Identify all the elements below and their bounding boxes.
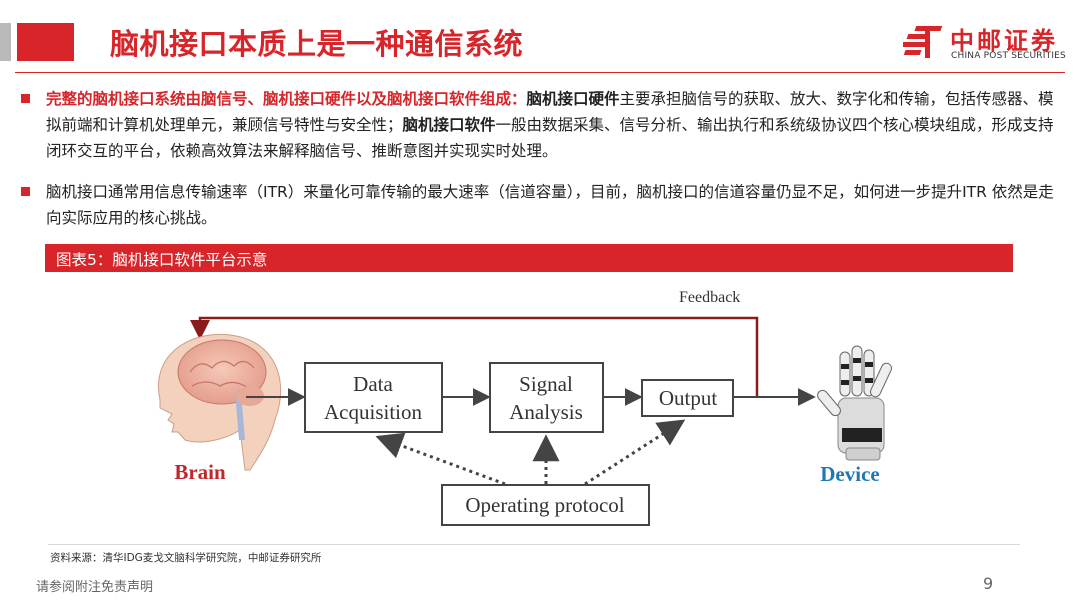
china-post-logo-icon: [903, 26, 943, 58]
figure-label: 图表5：脑机接口软件平台示意: [56, 251, 268, 269]
bullet-1-text-software: 一般由数据采集、信号分析、输出执行和系统级协议四个核心模块组成，形成支持闭环交互…: [46, 116, 1054, 160]
bullet-1-bold-hardware: 脑机接口硬件: [526, 90, 620, 108]
box-output-label: Output: [659, 386, 718, 410]
header-divider: [15, 72, 1065, 73]
logo-text-en: CHINA POST SECURITIES: [951, 51, 1066, 61]
logo-text-cn: 中邮证券: [950, 27, 1058, 55]
feedback-arrow: [190, 316, 759, 397]
source-divider: [48, 544, 1020, 545]
page-title: 脑机接口本质上是一种通信系统: [110, 27, 524, 61]
bullet-marker-icon: [21, 187, 30, 196]
figure-label-bar: [45, 244, 1013, 272]
source-note: 资料来源：清华IDG麦戈文脑科学研究院，中邮证券研究所: [50, 552, 322, 564]
bullet-paragraph-1: 完整的脑机接口系统由脑信号、脑机接口硬件以及脑机接口软件组成：脑机接口硬件主要承…: [46, 86, 1060, 164]
brain-label: Brain: [174, 460, 226, 484]
bullet-marker-icon: [21, 94, 30, 103]
box-signal-line2: Analysis: [509, 400, 583, 424]
data-acquisition-box: Data Acquisition: [304, 362, 443, 433]
box-signal-line1: Signal: [519, 372, 573, 396]
device-label: Device: [820, 462, 879, 486]
output-box: Output: [641, 379, 734, 417]
box-protocol-label: Operating protocol: [465, 493, 624, 517]
bullet-1-text-hardware: 主要承担脑信号的获取、放大、数字化和传输，包括传感器、模拟前端和计算机处理单元，…: [46, 90, 1054, 134]
brain-head-icon: [158, 333, 282, 471]
bullet-1-bold-software: 脑机接口软件: [402, 116, 496, 134]
bci-software-diagram: Feedback Brain Data Acquisition Signal A…: [158, 289, 892, 526]
bullet-paragraph-2: 脑机接口通常用信息传输速率（ITR）来量化可靠传输的最大速率（信道容量），目前，…: [46, 183, 1054, 227]
bullet-1-lead: 完整的脑机接口系统由脑信号、脑机接口硬件以及脑机接口软件组成：: [46, 90, 527, 108]
header-decoration-red: [17, 23, 74, 61]
signal-analysis-box: Signal Analysis: [489, 362, 604, 433]
box-data-line1: Data: [353, 372, 393, 396]
disclaimer-text: 请参阅附注免责声明: [36, 580, 154, 595]
operating-protocol-box: Operating protocol: [441, 484, 650, 526]
protocol-dotted-arrows: [375, 419, 686, 486]
feedback-label: Feedback: [679, 289, 740, 306]
page-number: 9: [983, 574, 994, 593]
box-data-line2: Acquisition: [324, 400, 422, 424]
robotic-hand-icon: [817, 345, 892, 461]
header-decoration-gray: [0, 23, 11, 61]
